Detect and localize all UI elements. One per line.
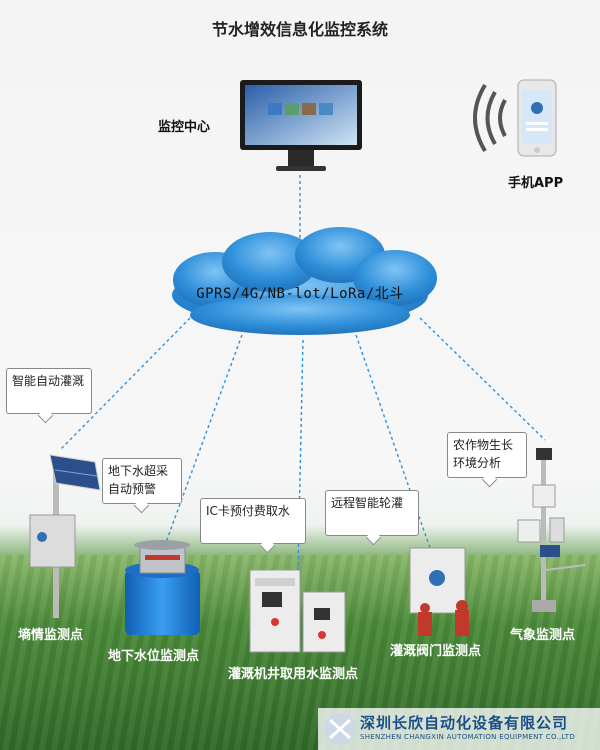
valve-station-label: 灌溉阀门监测点 bbox=[390, 644, 482, 659]
monitor-center-label: 监控中心 bbox=[158, 120, 211, 135]
weather-station-label: 气象监测点 bbox=[510, 628, 576, 643]
company-footer bbox=[318, 708, 600, 750]
weather-station-icon bbox=[517, 448, 586, 612]
well-cabinet-icon bbox=[249, 569, 346, 653]
well-station-label: 灌溉机井取用水监测点 bbox=[228, 667, 359, 682]
bubble-auto-irrigation: 智能自动灌溉 bbox=[6, 368, 92, 414]
link-soil bbox=[59, 317, 191, 451]
monitor-center-icon bbox=[240, 80, 362, 171]
soil-station-label: 墒情监测点 bbox=[18, 628, 84, 643]
bubble-crop-environment: 农作物生长 环境分析 bbox=[447, 432, 527, 478]
mobile-app-label: 手机APP bbox=[508, 176, 564, 191]
bubble-rotation: 远程智能轮灌 bbox=[325, 490, 419, 536]
link-groundwater bbox=[164, 334, 243, 546]
company-name-cn: 深圳长欣自动化设备有限公司 bbox=[360, 714, 569, 732]
network-cloud-icon bbox=[172, 227, 437, 335]
mobile-phone-icon bbox=[517, 79, 557, 157]
wifi-signal-icon bbox=[473, 83, 507, 153]
link-weather bbox=[419, 317, 546, 441]
bubble-groundwater-alert: 地下水超采 自动预警 bbox=[102, 458, 182, 504]
bubble-ic-card: IC卡预付费取水 bbox=[200, 498, 306, 544]
diagram-title: 节水增效信息化监控系统 bbox=[211, 20, 388, 39]
groundwater-station-label: 地下水位监测点 bbox=[108, 649, 200, 664]
link-well bbox=[297, 339, 304, 571]
company-name-en: SHENZHEN CHANGXIN AUTOMATION EQUIPMENT C… bbox=[360, 733, 576, 741]
valve-station-icon bbox=[409, 547, 469, 636]
soil-station-icon bbox=[29, 454, 101, 618]
groundwater-tank-icon bbox=[125, 540, 200, 635]
network-label: GPRS/4G/NB-lot/LoRa/北斗 bbox=[196, 286, 404, 302]
